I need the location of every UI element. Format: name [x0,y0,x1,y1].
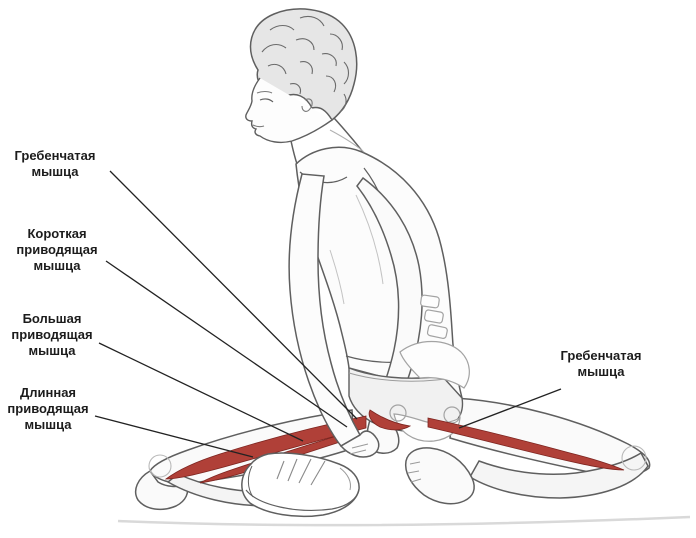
sneaker-shoe [241,452,360,518]
muscle-adductor-band-left [164,415,367,480]
face-profile [245,77,333,144]
label-adductor-brevis: Короткая приводящая мышца [16,226,98,274]
label-adductor-longus: Длинная приводящая мышца [7,385,89,433]
ground-shadow [117,515,691,527]
leader-pectineus-left [109,170,358,420]
near-hand [339,430,380,458]
eyebrow [256,90,273,94]
right-leg [404,397,651,505]
leader-pectineus-right [458,388,562,429]
muscle-pectineus-right [427,417,625,471]
leader-lines [94,170,562,458]
label-pectineus-left: Гребенчатая мышца [14,148,96,180]
leader-adductor-brevis [105,260,348,428]
leader-adductor-longus [94,415,254,458]
label-pectineus-right: Гребенчатая мышца [560,348,642,380]
shoe-laces [276,458,326,486]
neck [290,117,365,165]
mouth [252,124,265,128]
pelvis-bones [389,294,470,442]
leader-adductor-magnus [98,342,304,442]
head [245,8,358,144]
label-adductor-magnus: Большая приводящая мышца [11,311,93,359]
eye [259,98,274,103]
hair-curls [261,15,350,113]
ear [301,98,313,112]
muscle-pectineus-center [368,409,412,431]
near-arm [288,173,380,458]
